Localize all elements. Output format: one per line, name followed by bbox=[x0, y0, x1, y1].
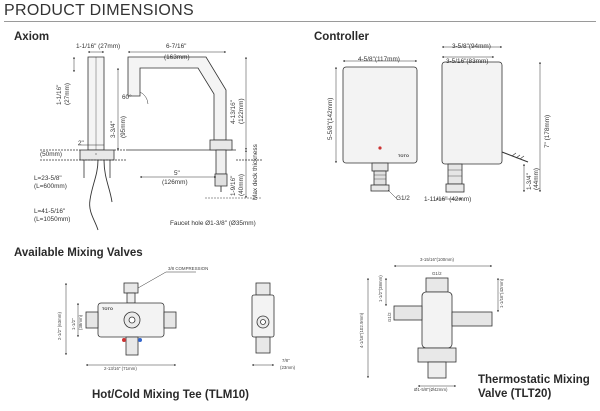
axiom-spout-top-height-label: 1-1/16" bbox=[56, 84, 63, 105]
thermo-thread-label: G1/2 bbox=[432, 271, 442, 276]
thermo-height-1-label: 1-1/2"(38mm) bbox=[378, 275, 383, 302]
axiom-reach-mm-label: (163mm) bbox=[164, 54, 190, 61]
tee-depth-mm-label: (23mm) bbox=[280, 365, 296, 370]
axiom-faucet-hole-label: Faucet hole Ø1-3/8" (Ø35mm) bbox=[170, 220, 256, 227]
tee-depth-label: 7/8" bbox=[282, 358, 290, 363]
axiom-overall-height-label: 4-13/16" bbox=[230, 100, 237, 124]
tee-width-label: 2-13/16" (71mm) bbox=[104, 366, 137, 371]
axiom-spout-height-mm-label: (95mm) bbox=[120, 115, 127, 138]
controller-brand: TOTO bbox=[398, 153, 409, 158]
tee-compression-label: 3/8 COMPRESSION bbox=[168, 266, 209, 271]
axiom-shank-length-label: 1-9/16" bbox=[230, 175, 237, 196]
axiom-spout-height-label: 3-3/4" bbox=[110, 121, 117, 138]
tee-caption: Hot/Cold Mixing Tee (TLM10) bbox=[92, 389, 249, 401]
controller-front-height-label: 5-5/8"(142mm) bbox=[327, 97, 334, 140]
tee-height-1-mm-label: (38mm) bbox=[78, 314, 83, 330]
thermostatic-valve-drawing bbox=[367, 265, 499, 387]
thermo-width-label: 3-15/16"(100mm) bbox=[420, 257, 455, 262]
axiom-cable-2-mm-label: (L=1050mm) bbox=[34, 216, 71, 223]
thermo-side-label: G1/2 bbox=[387, 312, 392, 322]
controller-title: Controller bbox=[314, 31, 369, 43]
controller-side-width-label: 3-5/8"(94mm) bbox=[452, 43, 491, 50]
controller-inlet-height-mm-label: (44mm) bbox=[533, 167, 540, 190]
tee-height-1-label: 1-1/2" bbox=[71, 318, 76, 330]
axiom-base-diameter-mm-label: (50mm) bbox=[40, 151, 63, 158]
axiom-base-diameter-label: 2" bbox=[78, 140, 84, 147]
axiom-cable-1-label: L=23-5/8" bbox=[34, 175, 62, 182]
axiom-reach-label: 6-7/16" bbox=[166, 43, 187, 50]
controller-side-height-label: 7" (178mm) bbox=[544, 114, 551, 148]
axiom-spout-top-height-mm-label: (27mm) bbox=[64, 82, 71, 105]
controller-front-width-label: 4-5/8"(117mm) bbox=[358, 56, 400, 63]
axiom-drawing bbox=[40, 51, 262, 231]
controller-thread-label: G1/2 bbox=[396, 195, 410, 202]
title-divider bbox=[4, 21, 596, 22]
tee-height-2-label: 2-1/2" (63mm) bbox=[57, 312, 62, 340]
thermo-caption-line-1: Thermostatic Mixing bbox=[478, 374, 590, 386]
axiom-spout-width-label: 1-1/16" (27mm) bbox=[76, 43, 121, 50]
controller-inlet-offset-label: 1-11/16" (42mm) bbox=[424, 196, 472, 203]
thermo-diameter-label: Ø1-5/8"(Ø42mm) bbox=[414, 387, 448, 392]
axiom-shank-spacing-mm-label: (126mm) bbox=[162, 179, 188, 186]
controller-drawing: TOTO bbox=[335, 46, 541, 200]
axiom-shank-length-mm-label: (40mm) bbox=[238, 173, 245, 196]
axiom-shank-spacing-label: 5" bbox=[174, 170, 180, 177]
axiom-cable-2-label: L=41-5/16" bbox=[34, 208, 66, 215]
axiom-overall-height-mm-label: (122mm) bbox=[238, 98, 245, 124]
mixing-tee-drawing: TOTO bbox=[65, 271, 275, 366]
axiom-title: Axiom bbox=[14, 31, 50, 43]
axiom-max-deck-label: Max deck thickness bbox=[252, 144, 259, 200]
thermo-caption-line-2: Valve (TLT20) bbox=[478, 388, 552, 400]
controller-side-inner-width-label: 3-5/16"(83mm) bbox=[446, 58, 489, 65]
mixing-valves-title: Available Mixing Valves bbox=[14, 247, 143, 259]
page-title: PRODUCT DIMENSIONS bbox=[4, 2, 195, 19]
axiom-cable-1-mm-label: (L=600mm) bbox=[34, 183, 67, 190]
tee-brand: TOTO bbox=[102, 306, 113, 311]
thermo-height-2-label: 1-1/16"(42mm) bbox=[499, 278, 504, 308]
axiom-angle-label: 60° bbox=[122, 94, 132, 101]
controller-inlet-height-label: 1-3/4" bbox=[526, 173, 533, 190]
thermo-height-3-label: 4-1/16"(102.9mm) bbox=[359, 312, 364, 348]
